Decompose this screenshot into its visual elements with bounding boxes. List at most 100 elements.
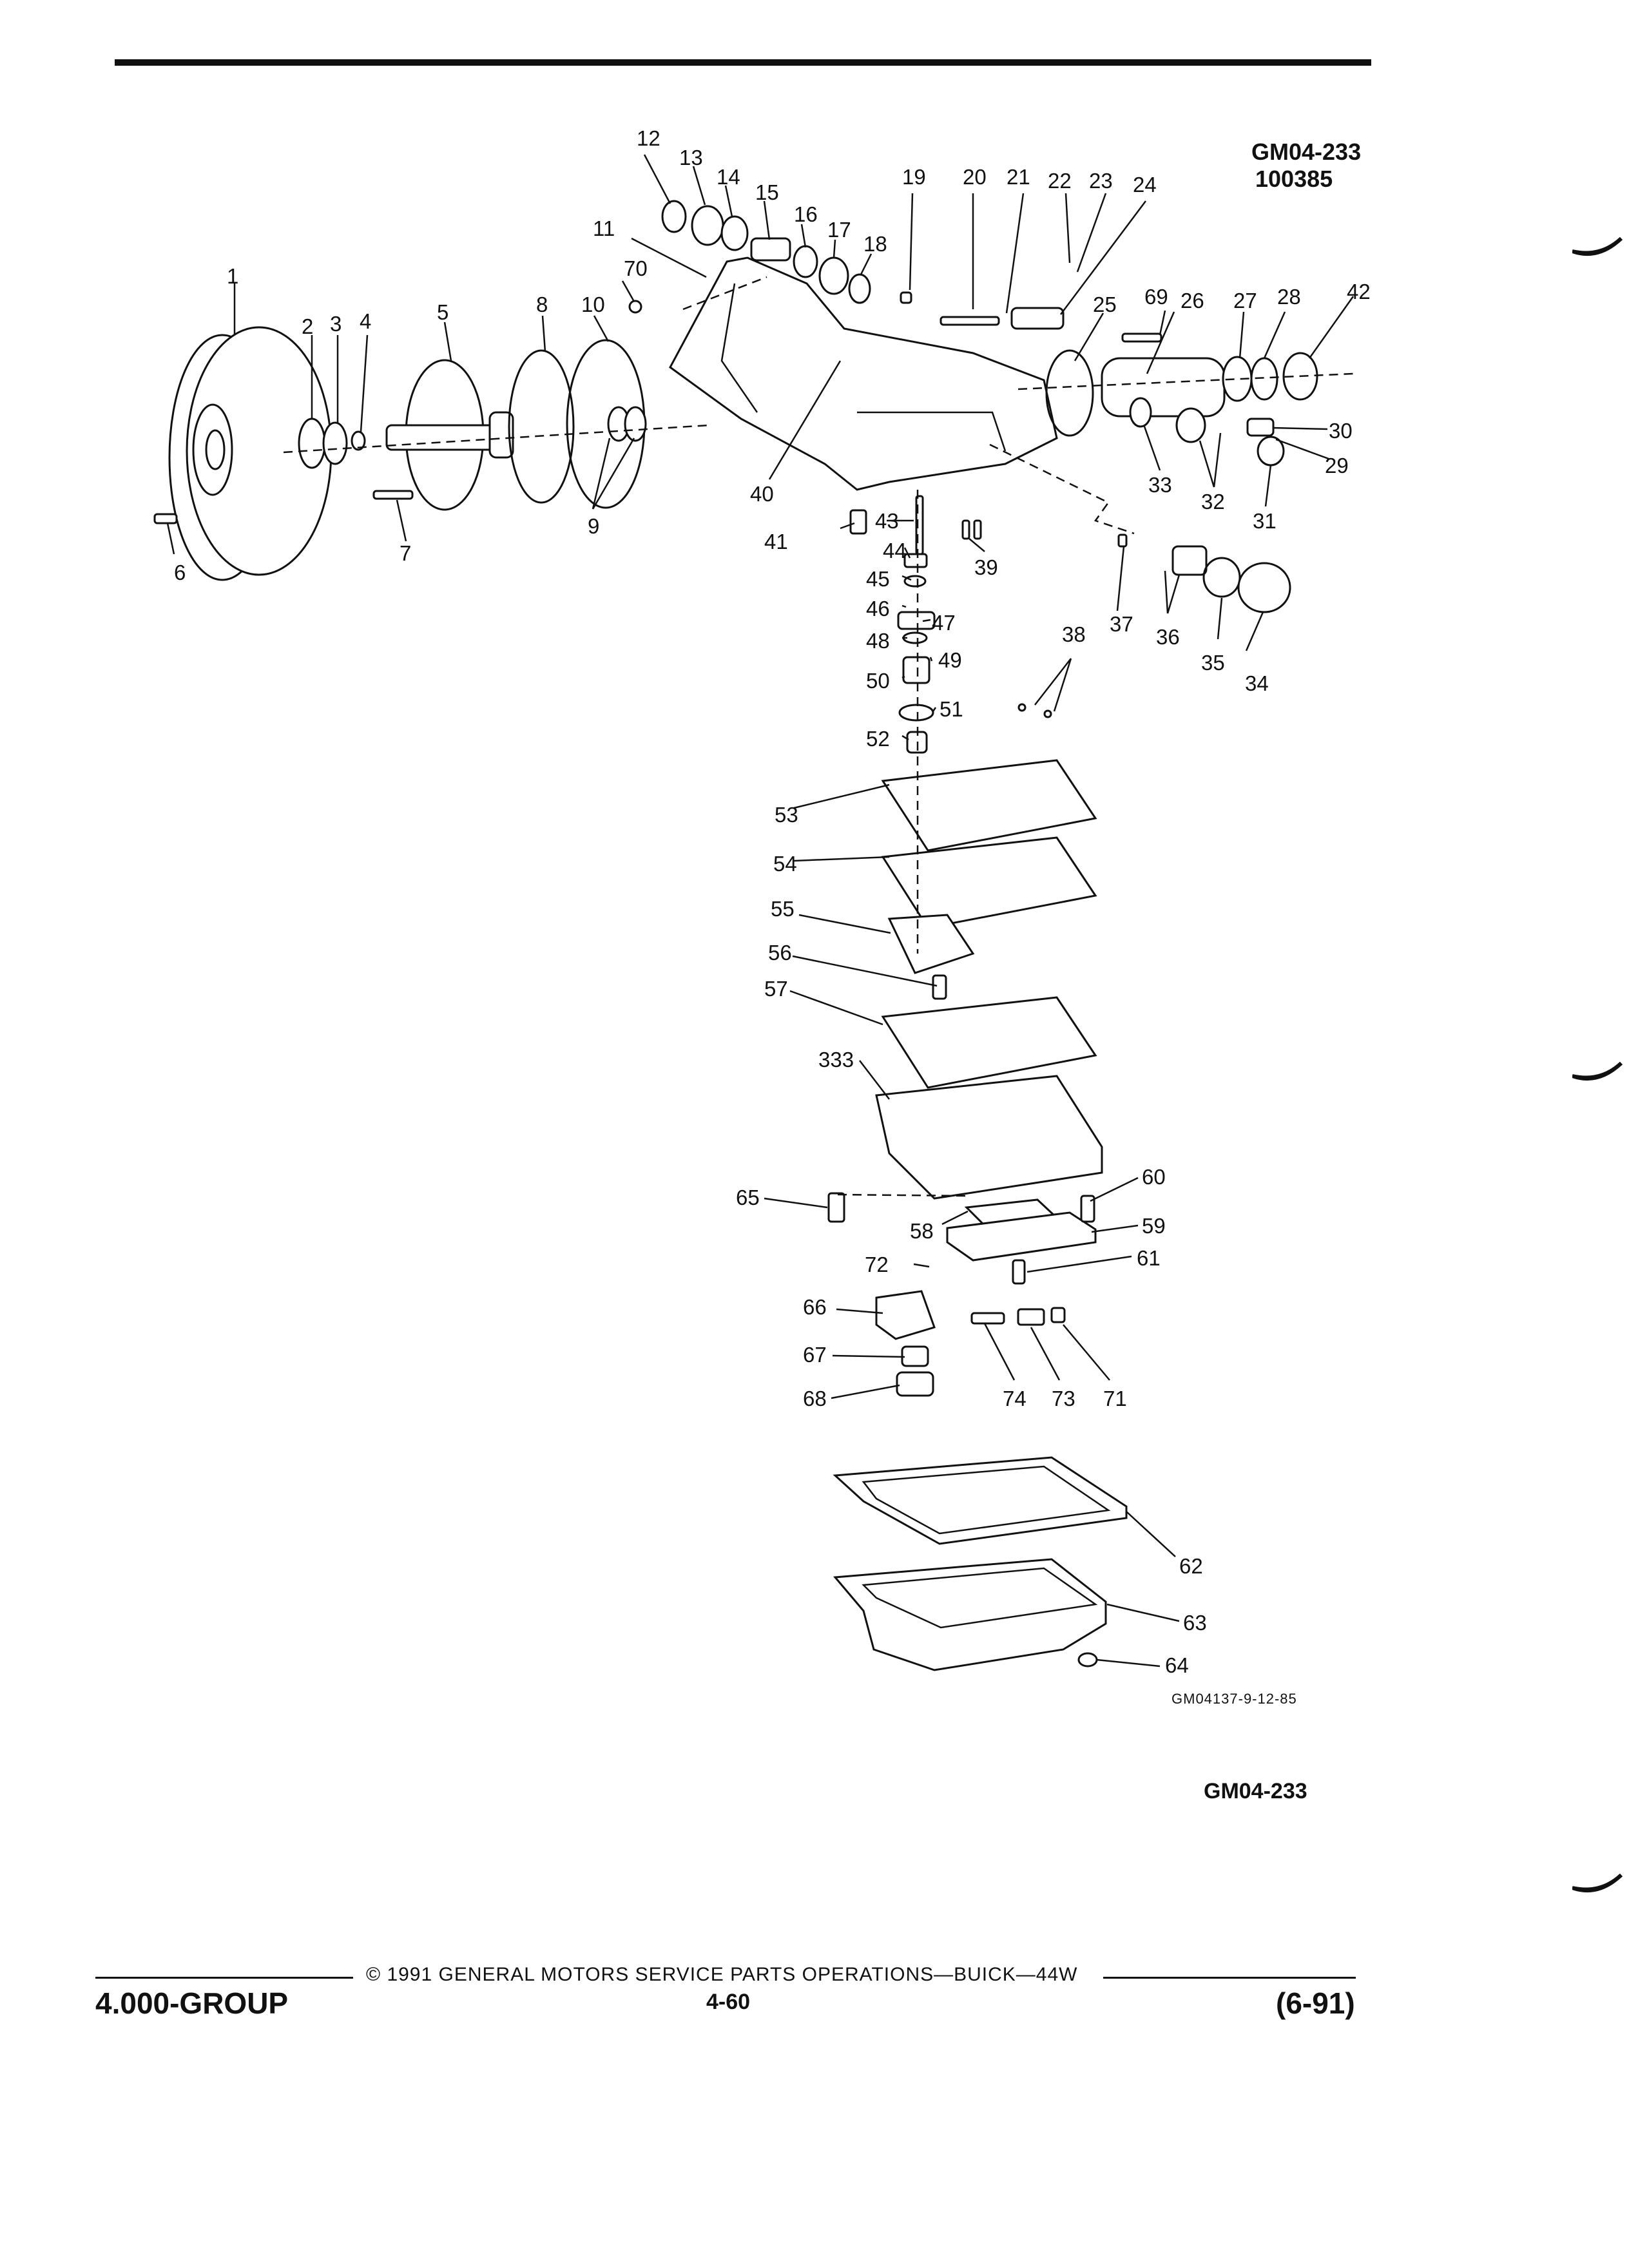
callout: 3 [330, 312, 342, 336]
solenoid-assembly [875, 1290, 1066, 1397]
figure-number: 100385 [1255, 166, 1333, 192]
callout: 36 [1156, 625, 1180, 649]
callout: 73 [1052, 1387, 1075, 1410]
callout: 52 [866, 727, 890, 751]
figure-code: GM04-233 [1251, 139, 1362, 165]
callout: 42 [1347, 280, 1371, 303]
fasteners [153, 291, 1291, 1285]
footer-rule-left [95, 1977, 353, 1979]
assembly-axes [283, 276, 1354, 1197]
callout: 6 [174, 561, 186, 584]
callout: 68 [803, 1387, 827, 1410]
callout: 39 [974, 555, 998, 579]
callout: 30 [1329, 419, 1353, 443]
callout: 62 [1179, 1554, 1203, 1578]
callout: 47 [932, 611, 956, 635]
callout: 32 [1201, 490, 1225, 514]
callout: 53 [775, 803, 798, 827]
callout: 45 [866, 567, 890, 591]
callout: 35 [1201, 651, 1225, 675]
callout: 2 [302, 314, 313, 338]
callout: 55 [771, 897, 795, 921]
callout: 38 [1062, 622, 1086, 646]
valve-body-stack [875, 759, 1103, 1200]
oil-pump [385, 359, 514, 511]
callout: 13 [679, 146, 703, 169]
callout: 65 [736, 1186, 760, 1209]
callout: 16 [794, 202, 818, 226]
callout: 26 [1181, 289, 1204, 312]
callout: 15 [755, 180, 779, 204]
transmission-case [669, 256, 1058, 491]
callout: 31 [1253, 509, 1277, 533]
callout: 4 [360, 309, 371, 333]
callout: 41 [764, 530, 788, 553]
callout: 23 [1089, 169, 1113, 193]
callout: 333 [818, 1048, 854, 1072]
callout: 25 [1093, 293, 1117, 316]
callout: 67 [803, 1343, 827, 1367]
callout: 19 [902, 165, 926, 189]
callout: 27 [1233, 289, 1257, 312]
callout: 33 [1148, 473, 1172, 497]
callout: 71 [1103, 1387, 1127, 1410]
callout: 10 [581, 293, 605, 316]
callout: 34 [1245, 671, 1269, 695]
callout: 7 [400, 541, 411, 565]
footer-revision: (6-91) [1276, 1986, 1355, 2020]
callout: 29 [1325, 454, 1349, 477]
callout: 1 [227, 264, 238, 288]
footer-group: 4.000-GROUP [95, 1986, 289, 2020]
image-code: GM04137-9-12-85 [1171, 1691, 1297, 1707]
callout: 74 [1003, 1387, 1027, 1410]
callout: 20 [963, 165, 987, 189]
callout: 9 [588, 514, 599, 538]
callout: 48 [866, 629, 890, 653]
footer-page-number: 4-60 [706, 1990, 751, 2014]
oil-pan [833, 1558, 1107, 1671]
callout: 8 [536, 293, 548, 316]
part-callouts: 1 2 3 4 5 6 7 8 9 10 11 12 13 14 15 16 1… [174, 126, 1371, 1677]
callout: 37 [1110, 612, 1133, 636]
callout: 18 [863, 232, 887, 256]
callout: 49 [938, 648, 962, 672]
callout: 66 [803, 1295, 827, 1319]
callout: 46 [866, 597, 890, 620]
callout: 24 [1133, 173, 1157, 197]
callout: 14 [717, 165, 740, 189]
pump-seal-parts [298, 418, 366, 469]
callout: 54 [773, 852, 797, 876]
callout: 21 [1007, 165, 1030, 189]
leader-lines [166, 154, 1354, 1667]
callout: 50 [866, 669, 890, 693]
callout: 64 [1165, 1653, 1189, 1677]
footer-copyright: © 1991 GENERAL MOTORS SERVICE PARTS OPER… [366, 1964, 1078, 1985]
callout: 72 [865, 1253, 889, 1276]
callout: 12 [637, 126, 660, 150]
callout: 17 [827, 218, 851, 242]
callout: 69 [1144, 285, 1168, 309]
binding-mark [1572, 1061, 1623, 1081]
callout: 11 [593, 216, 615, 240]
callout: 57 [764, 977, 788, 1001]
binding-mark [1572, 236, 1623, 256]
pump-seals [508, 339, 647, 509]
callout: 43 [875, 509, 899, 533]
callout: 59 [1142, 1214, 1166, 1238]
callout: 58 [910, 1219, 934, 1243]
callout: 61 [1137, 1246, 1161, 1270]
callout: 5 [437, 300, 448, 324]
figure-code-bottom: GM04-233 [1204, 1779, 1307, 1803]
callout: 28 [1277, 285, 1301, 309]
oil-pan-gasket [833, 1456, 1128, 1545]
torque-converter [168, 326, 333, 581]
callout: 22 [1048, 169, 1072, 193]
filter-assembly [946, 1198, 1097, 1262]
callout: 51 [940, 697, 963, 721]
callout: 63 [1183, 1611, 1207, 1635]
callout: 44 [883, 539, 907, 562]
callout: 70 [624, 256, 648, 280]
footer-rule-right [1103, 1977, 1356, 1979]
callout: 56 [768, 941, 792, 965]
